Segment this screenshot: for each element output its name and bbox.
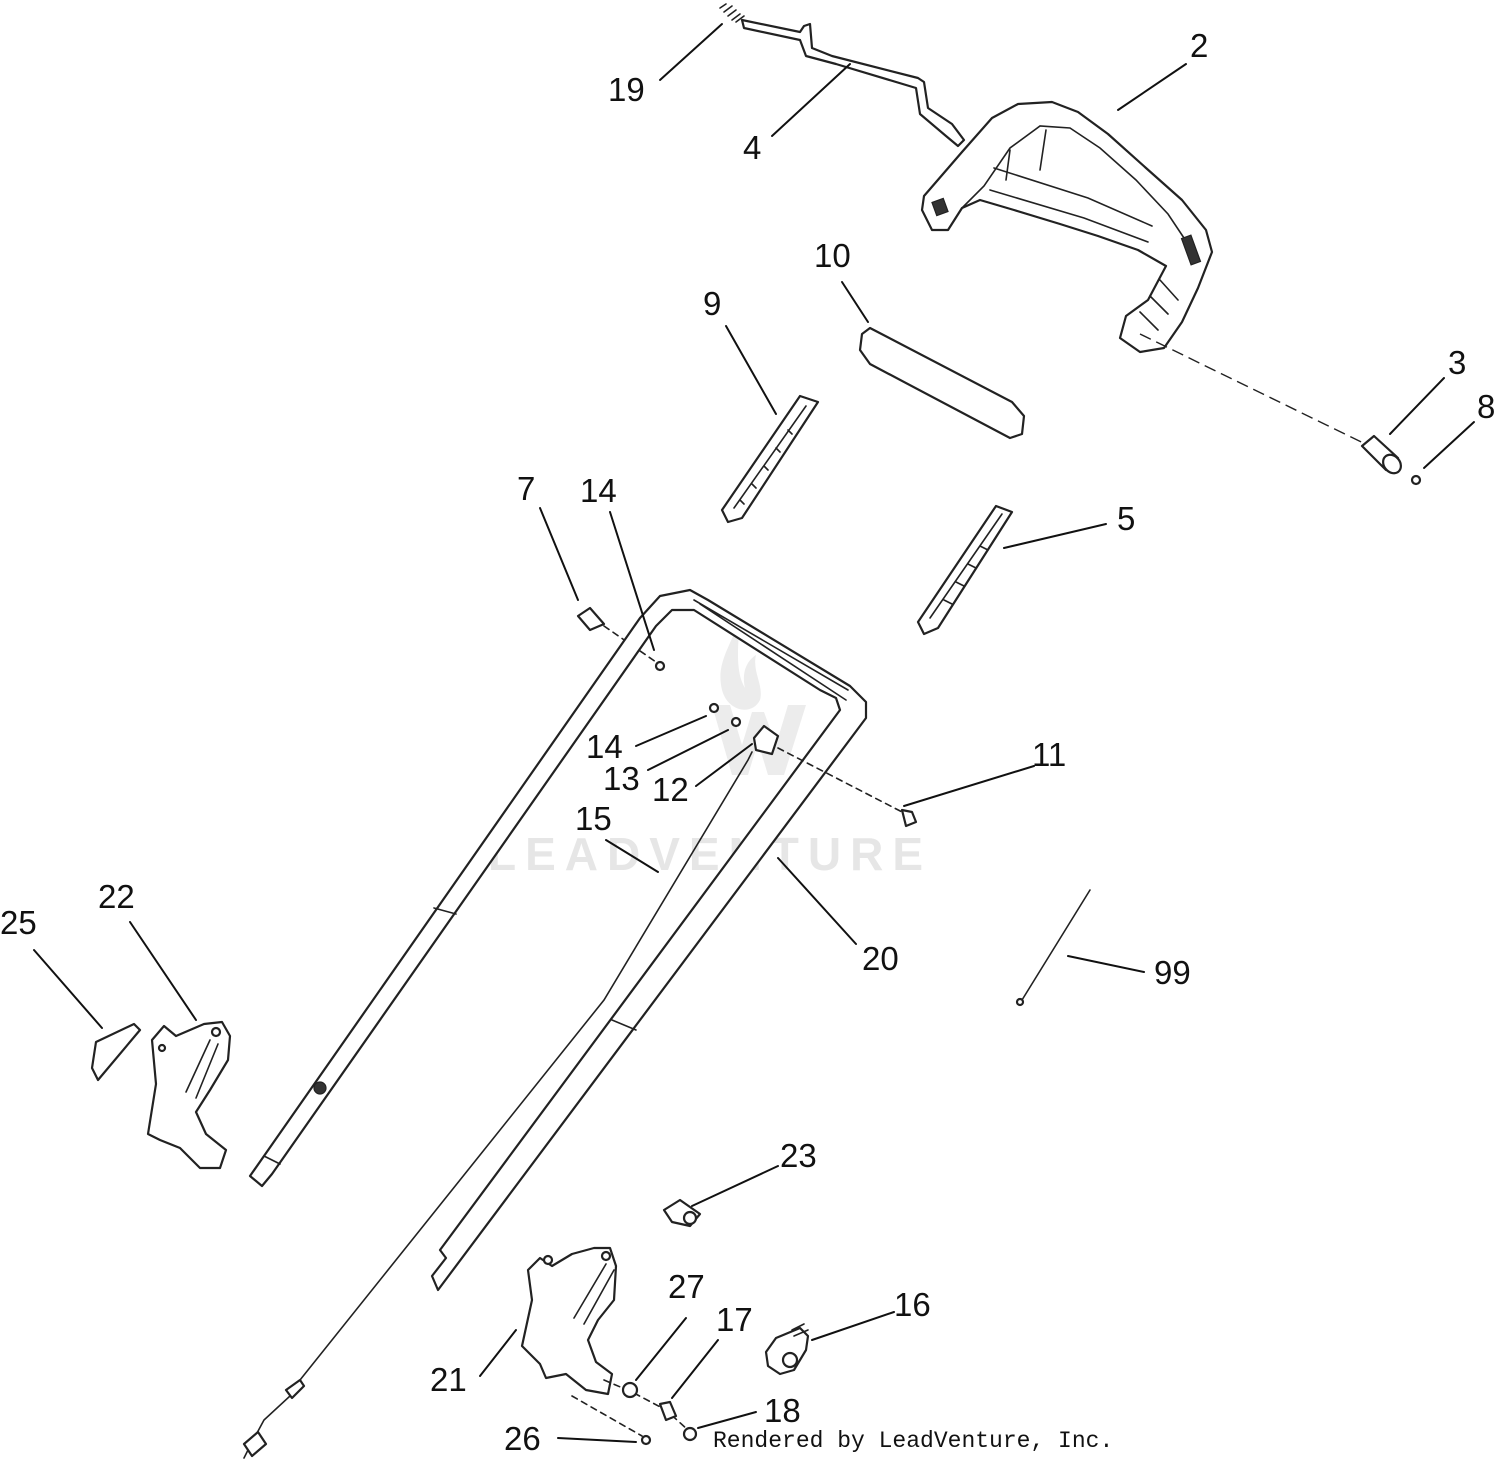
part-23-bushing bbox=[662, 1198, 702, 1228]
callout-18: 18 bbox=[764, 1392, 801, 1429]
callout-23: 23 bbox=[780, 1137, 817, 1174]
callout-22: 22 bbox=[98, 878, 135, 915]
callout-14-top: 14 bbox=[580, 472, 617, 509]
callout-19: 19 bbox=[608, 71, 645, 108]
callout-4: 4 bbox=[743, 129, 761, 166]
part-13-washer bbox=[730, 716, 742, 728]
leader-lines bbox=[33, 23, 1475, 1443]
part-3-bushing bbox=[1360, 434, 1402, 475]
part-21-height-bracket bbox=[520, 1246, 618, 1396]
callout-7: 7 bbox=[517, 470, 535, 507]
part-27-spacer bbox=[621, 1381, 639, 1399]
part-18-nut bbox=[682, 1426, 698, 1442]
part-9-clip bbox=[720, 394, 820, 524]
part-14-nut-mid bbox=[708, 702, 720, 714]
callout-10: 10 bbox=[814, 237, 851, 274]
part-21-axis bbox=[603, 1379, 689, 1431]
part-19-spring bbox=[719, 3, 745, 23]
callout-8: 8 bbox=[1477, 388, 1495, 425]
callout-12: 12 bbox=[652, 771, 689, 808]
callout-2: 2 bbox=[1190, 27, 1208, 64]
callout-21: 21 bbox=[430, 1361, 467, 1398]
part-15-cable bbox=[242, 751, 753, 1459]
part-2-upper-handle bbox=[920, 100, 1214, 354]
part-20-lower-handle bbox=[248, 588, 868, 1292]
watermark-text: LEADVENTURE bbox=[488, 828, 932, 880]
part-22-height-bracket bbox=[146, 1020, 232, 1170]
callout-15: 15 bbox=[575, 800, 612, 837]
part-11-bolt bbox=[777, 747, 918, 828]
callout-16: 16 bbox=[894, 1286, 931, 1323]
part-10-grip bbox=[858, 326, 1026, 440]
part-7-axis bbox=[603, 625, 657, 663]
part-26-nut bbox=[640, 1434, 652, 1446]
part-99-cable-tie bbox=[1015, 889, 1091, 1007]
callout-20: 20 bbox=[862, 940, 899, 977]
part-12-cable-clip bbox=[752, 724, 780, 756]
part-2-axis-dashline bbox=[1139, 333, 1391, 457]
callout-25: 25 bbox=[0, 904, 37, 941]
part-8-nut bbox=[1410, 474, 1422, 486]
callout-13: 13 bbox=[603, 760, 640, 797]
callout-27: 27 bbox=[668, 1268, 705, 1305]
part-5-clip bbox=[916, 504, 1014, 636]
part-25-decal bbox=[90, 1022, 142, 1082]
part-16-adjuster bbox=[764, 1323, 810, 1376]
callout-26: 26 bbox=[504, 1420, 541, 1457]
callout-9: 9 bbox=[703, 285, 721, 322]
render-credit: Rendered by LeadVenture, Inc. bbox=[713, 1428, 1114, 1454]
part-7-bracket bbox=[576, 606, 606, 632]
callout-5: 5 bbox=[1117, 500, 1135, 537]
part-4-rod bbox=[740, 18, 966, 148]
callout-3: 3 bbox=[1448, 344, 1466, 381]
part-17-bolt bbox=[658, 1400, 678, 1422]
part-14-nut-top bbox=[654, 660, 666, 672]
callout-99: 99 bbox=[1154, 954, 1191, 991]
callout-labels: 19 4 2 10 9 3 8 7 14 5 14 13 12 11 15 22… bbox=[0, 27, 1495, 1457]
callout-14-mid: 14 bbox=[586, 728, 623, 765]
callout-11: 11 bbox=[1032, 736, 1066, 773]
callout-17: 17 bbox=[716, 1301, 753, 1338]
part-26-axis bbox=[571, 1395, 643, 1437]
